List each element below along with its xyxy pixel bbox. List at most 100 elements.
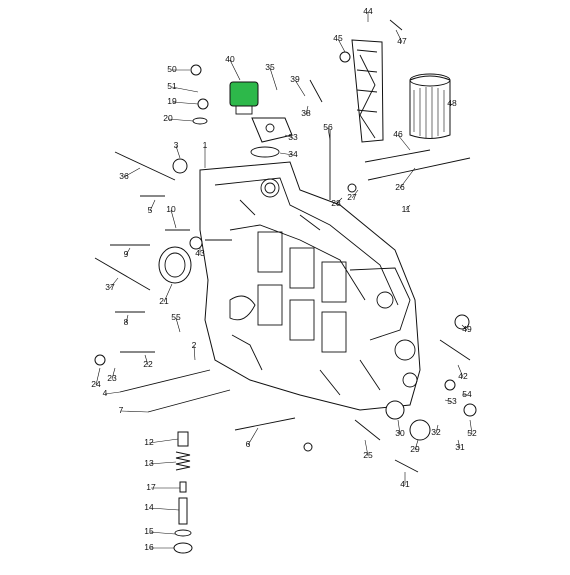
- callout-28[interactable]: 28: [331, 197, 343, 208]
- callout-leader-42: [457, 364, 464, 378]
- callout-number: 7: [119, 405, 124, 415]
- callout-leader-8: [125, 314, 129, 324]
- callout-40[interactable]: 40: [225, 54, 241, 81]
- callout-24[interactable]: 24: [91, 367, 101, 389]
- callout-1[interactable]: 1: [203, 140, 208, 168]
- oil-filter: [409, 73, 451, 139]
- callout-5[interactable]: 5: [148, 199, 156, 215]
- oil-pressure-sender[interactable]: [229, 81, 259, 115]
- callout-51[interactable]: 51: [167, 81, 199, 93]
- callout-number: 10: [166, 204, 176, 214]
- callout-leader-3: [175, 145, 181, 159]
- callout-leader-14: [148, 507, 180, 511]
- callout-leader-37: [109, 277, 119, 289]
- callout-leader-2: [193, 345, 196, 361]
- callout-38[interactable]: 38: [301, 105, 311, 118]
- callout-leader-22: [144, 354, 149, 366]
- callout-number: 8: [124, 317, 129, 327]
- callout-leader-28: [335, 197, 343, 205]
- callout-leader-20: [167, 118, 194, 122]
- callout-13[interactable]: 13: [144, 458, 177, 468]
- callout-43[interactable]: 43: [195, 248, 205, 258]
- callout-number: 31: [455, 442, 465, 452]
- callout-15[interactable]: 15: [144, 526, 176, 536]
- callout-leader-45: [337, 38, 346, 53]
- callout-45[interactable]: 45: [333, 33, 346, 53]
- callout-16[interactable]: 16: [144, 542, 174, 552]
- callout-30[interactable]: 30: [395, 419, 405, 438]
- callout-leader-30: [397, 419, 401, 435]
- callout-leader-9: [125, 247, 131, 256]
- callout-48[interactable]: 48: [447, 98, 457, 108]
- callout-number: 26: [395, 182, 405, 192]
- callout-number: 37: [105, 282, 115, 292]
- callout-14[interactable]: 14: [144, 502, 180, 512]
- callout-17[interactable]: 17: [146, 482, 180, 492]
- callout-3[interactable]: 3: [174, 140, 181, 159]
- callout-25[interactable]: 25: [363, 439, 373, 460]
- callout-number: 49: [462, 324, 472, 334]
- callout-46[interactable]: 46: [393, 129, 411, 151]
- callout-37[interactable]: 37: [105, 277, 119, 292]
- callout-12[interactable]: 12: [144, 437, 179, 447]
- callout-56[interactable]: 56: [323, 122, 333, 141]
- callout-54[interactable]: 54: [462, 389, 472, 399]
- callout-49[interactable]: 49: [461, 324, 472, 334]
- callout-33[interactable]: 33: [284, 132, 298, 142]
- callout-32[interactable]: 32: [431, 424, 441, 437]
- callout-number: 44: [363, 6, 373, 16]
- callout-4[interactable]: 4: [103, 388, 121, 398]
- callout-21[interactable]: 21: [159, 283, 173, 306]
- callout-number: 15: [144, 526, 154, 536]
- seal-ring: [250, 146, 280, 158]
- callout-29[interactable]: 29: [410, 439, 420, 454]
- callout-11[interactable]: 11: [402, 204, 411, 214]
- callout-9[interactable]: 9: [124, 247, 131, 259]
- callout-number: 27: [347, 192, 357, 202]
- callout-number: 11: [402, 204, 411, 214]
- callout-41[interactable]: 41: [400, 472, 410, 489]
- callout-number: 21: [159, 296, 169, 306]
- callout-20[interactable]: 20: [163, 113, 194, 123]
- callout-2[interactable]: 2: [192, 340, 197, 361]
- callout-10[interactable]: 10: [166, 204, 177, 229]
- callout-6[interactable]: 6: [246, 427, 259, 449]
- fasteners: [94, 19, 471, 473]
- callout-35[interactable]: 35: [265, 62, 278, 91]
- callout-leader-15: [148, 531, 176, 535]
- callout-44[interactable]: 44: [363, 6, 373, 22]
- callout-number: 34: [288, 149, 298, 159]
- callout-number: 46: [393, 129, 403, 139]
- callout-number: 51: [167, 81, 177, 91]
- callout-number: 1: [203, 140, 208, 150]
- callout-55[interactable]: 55: [171, 312, 181, 333]
- callout-53[interactable]: 53: [444, 396, 457, 406]
- callout-leader-4: [104, 391, 121, 395]
- callout-leader-33: [284, 134, 294, 139]
- callout-8[interactable]: 8: [124, 314, 129, 327]
- callout-leader-12: [148, 438, 179, 444]
- callout-34[interactable]: 34: [279, 149, 298, 159]
- callout-36[interactable]: 36: [119, 167, 141, 181]
- callout-50[interactable]: 50: [167, 64, 190, 74]
- callout-47[interactable]: 47: [395, 29, 407, 46]
- callout-52[interactable]: 52: [467, 419, 477, 438]
- callout-7[interactable]: 7: [119, 405, 149, 415]
- callout-39[interactable]: 39: [290, 74, 306, 97]
- callout-number: 54: [462, 389, 472, 399]
- crankcase-body: [199, 161, 421, 411]
- small-parts: [94, 51, 477, 452]
- callout-26[interactable]: 26: [395, 167, 416, 192]
- callout-23[interactable]: 23: [107, 367, 117, 383]
- callout-22[interactable]: 22: [143, 354, 153, 369]
- callout-number: 41: [400, 479, 410, 489]
- callout-number: 9: [124, 249, 129, 259]
- callout-27[interactable]: 27: [347, 189, 359, 202]
- callout-leader-13: [148, 461, 177, 465]
- callout-leader-26: [399, 167, 416, 189]
- callout-19[interactable]: 19: [167, 96, 199, 106]
- callout-number: 19: [167, 96, 177, 106]
- callout-31[interactable]: 31: [455, 439, 465, 452]
- callout-42[interactable]: 42: [457, 364, 468, 381]
